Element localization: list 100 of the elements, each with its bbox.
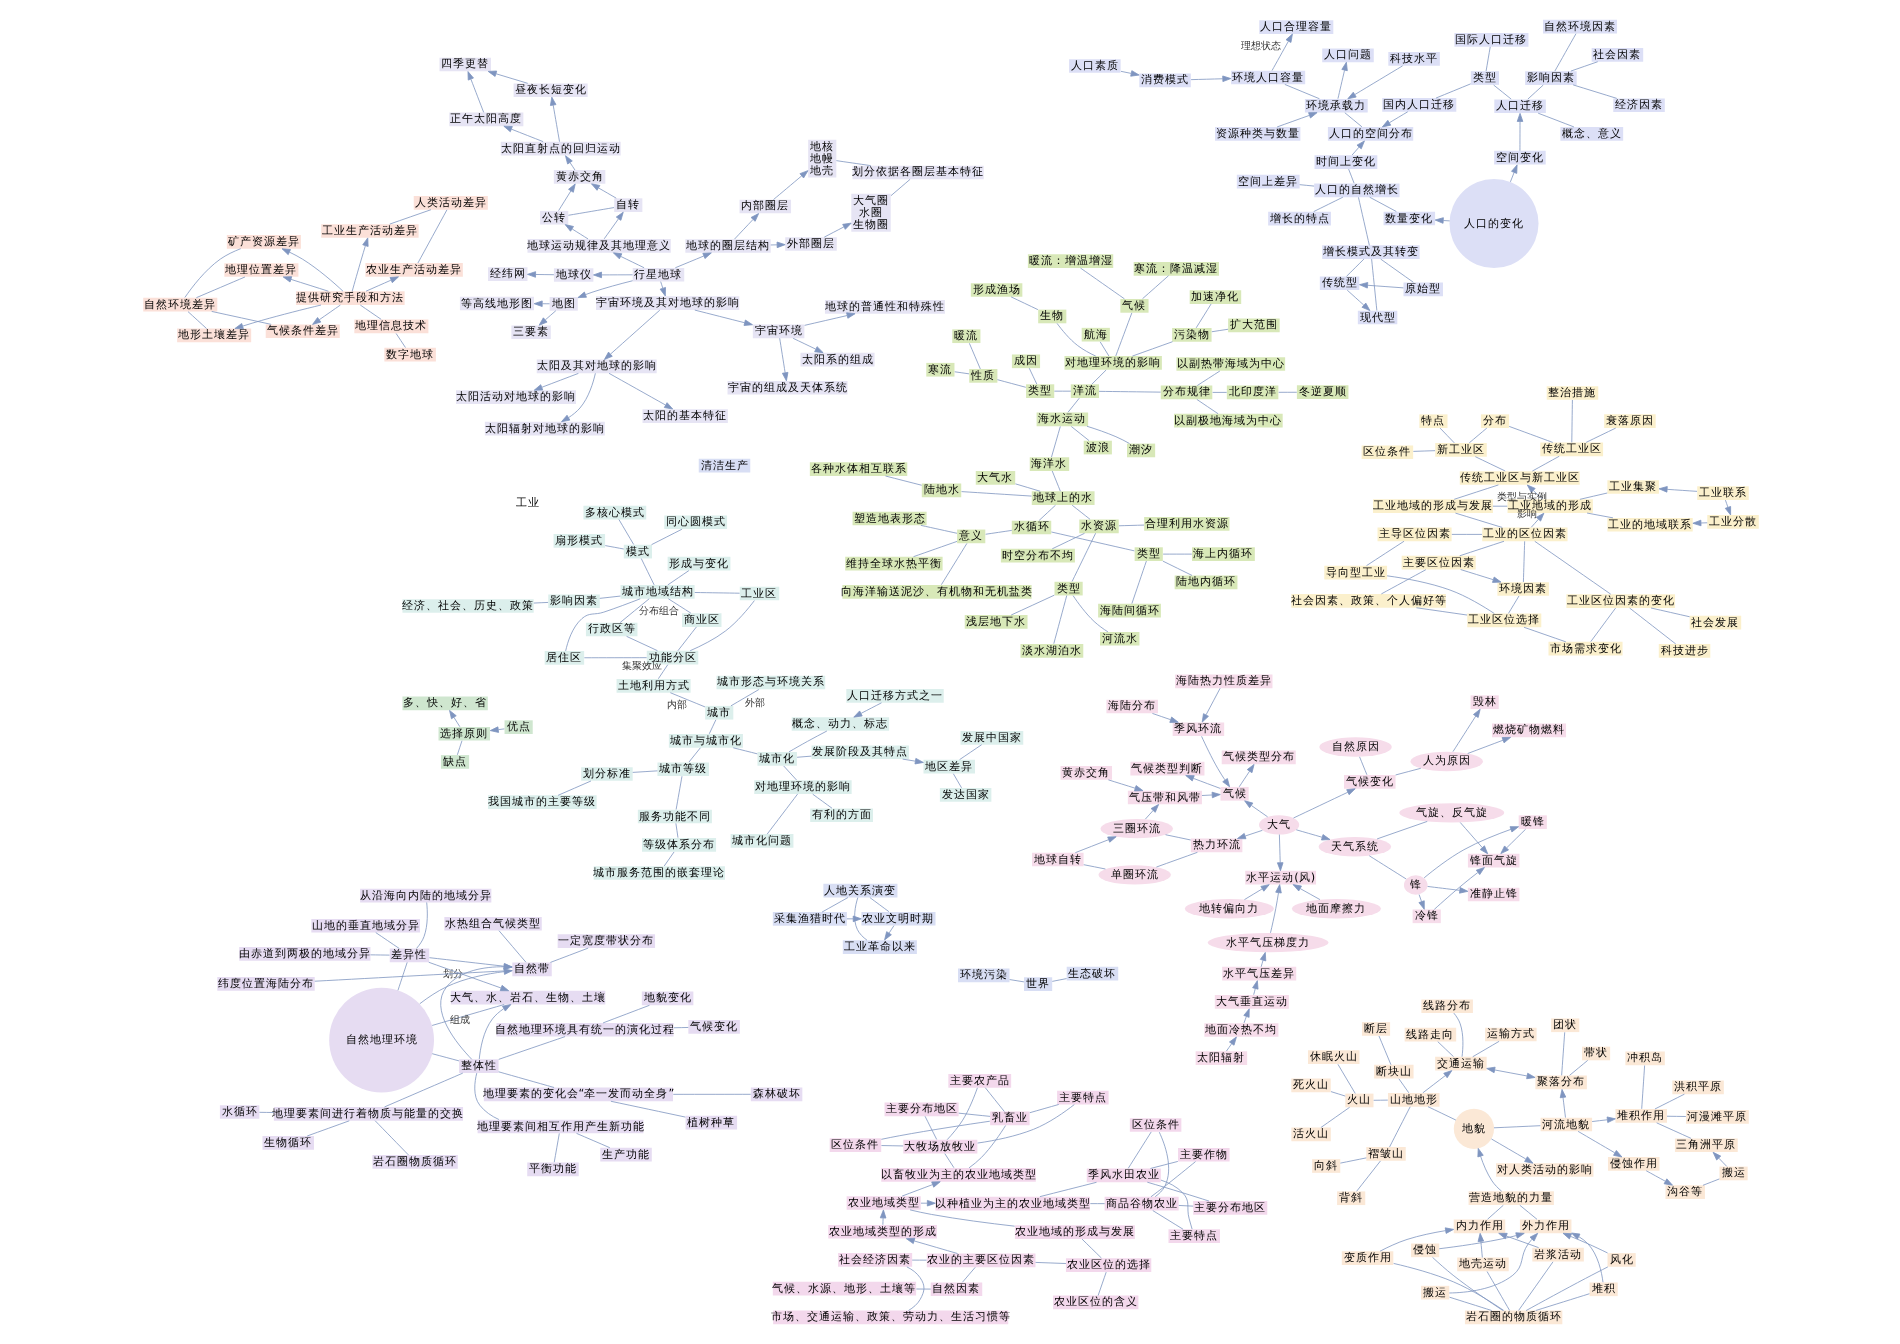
connector: [1640, 1065, 1645, 1110]
connector: [1195, 399, 1218, 415]
connector: [598, 595, 620, 599]
arrow: [532, 300, 549, 307]
connector: [731, 747, 757, 755]
connector: [552, 1133, 559, 1163]
connector: [1009, 296, 1038, 311]
arrow: [1657, 486, 1697, 493]
arrow: [560, 372, 595, 423]
connector: [1534, 1293, 1589, 1311]
connector: [1584, 427, 1616, 443]
connector: [1568, 1060, 1588, 1076]
connector: [795, 755, 811, 758]
arrow: [1358, 282, 1403, 289]
connector: [1210, 328, 1228, 333]
connector: [1569, 61, 1598, 72]
arrow: [1380, 111, 1408, 128]
connector: [1130, 560, 1146, 604]
arrow: [1143, 804, 1158, 820]
connector: [1347, 168, 1354, 184]
arrow: [603, 309, 660, 360]
arrow: [1576, 1130, 1622, 1158]
connector: [1434, 83, 1471, 99]
connector: [983, 1087, 1004, 1112]
connector: [1070, 532, 1096, 582]
connector: [1560, 1031, 1565, 1076]
connector: [497, 1071, 554, 1088]
connector: [603, 545, 624, 550]
connector: [1458, 540, 1504, 557]
connector: [666, 598, 691, 614]
connector: [1649, 607, 1690, 618]
connector: [1589, 607, 1615, 643]
connector: [396, 961, 407, 991]
connector: [497, 930, 526, 963]
connector: [416, 209, 447, 264]
connector: [1486, 1204, 1503, 1220]
connector: [1524, 1266, 1608, 1311]
connector: [575, 1132, 610, 1149]
connector: [1097, 390, 1160, 393]
arrow: [477, 1004, 511, 1060]
connector: [1126, 1131, 1151, 1169]
arrow: [772, 170, 808, 200]
arrow: [1437, 1232, 1524, 1250]
arrow: [1270, 33, 1292, 71]
connector: [919, 524, 957, 534]
arrow: [1184, 775, 1220, 789]
connector: [1319, 1106, 1350, 1128]
arrow: [233, 304, 321, 330]
connector: [1377, 1035, 1391, 1066]
connector: [1379, 569, 1426, 595]
connector: [1357, 196, 1369, 246]
connector: [1665, 1115, 1686, 1117]
connector: [884, 475, 922, 486]
connector: [430, 1004, 504, 1026]
connector: [1145, 1181, 1209, 1202]
arrow: [1497, 1232, 1539, 1249]
connector: [1069, 426, 1089, 441]
connector: [996, 379, 1026, 388]
arrow: [1276, 834, 1283, 872]
connector: [1522, 626, 1566, 643]
connector: [582, 657, 647, 659]
connector: [186, 311, 207, 329]
connector: [1034, 1262, 1066, 1264]
arrow: [532, 372, 578, 391]
connector: [1448, 1296, 1492, 1311]
connector: [729, 689, 759, 707]
connector: [961, 1266, 975, 1283]
connector: [430, 1053, 459, 1062]
connector: [1052, 390, 1071, 392]
connector: [1085, 425, 1129, 444]
connector: [1450, 534, 1482, 535]
connector: [1343, 112, 1362, 128]
connector: [672, 1027, 688, 1029]
connector: [1507, 595, 1519, 614]
connector: [1484, 46, 1490, 72]
connector: [1037, 504, 1055, 521]
arrow: [592, 271, 632, 279]
connector: [1338, 1157, 1366, 1164]
arrow: [1258, 952, 1266, 968]
connector: [1485, 1271, 1510, 1311]
connector: [1009, 594, 1054, 616]
connector: [639, 558, 654, 586]
arrow: [733, 213, 759, 240]
arrow: [1433, 217, 1450, 224]
arrow: [1447, 1232, 1538, 1294]
connector: [1161, 560, 1192, 576]
arrow: [427, 961, 509, 992]
connector: [1161, 553, 1192, 555]
connector: [945, 1087, 977, 1141]
connector: [674, 775, 682, 810]
arrow: [1466, 736, 1510, 754]
arrow: [486, 70, 528, 84]
arrow: [1200, 735, 1229, 788]
connector: [210, 311, 271, 325]
connector: [473, 1072, 499, 1120]
arrow: [1073, 836, 1116, 854]
connector: [953, 371, 969, 375]
connector: [1571, 84, 1617, 99]
connector: [1436, 1041, 1453, 1058]
arrow: [488, 726, 504, 733]
